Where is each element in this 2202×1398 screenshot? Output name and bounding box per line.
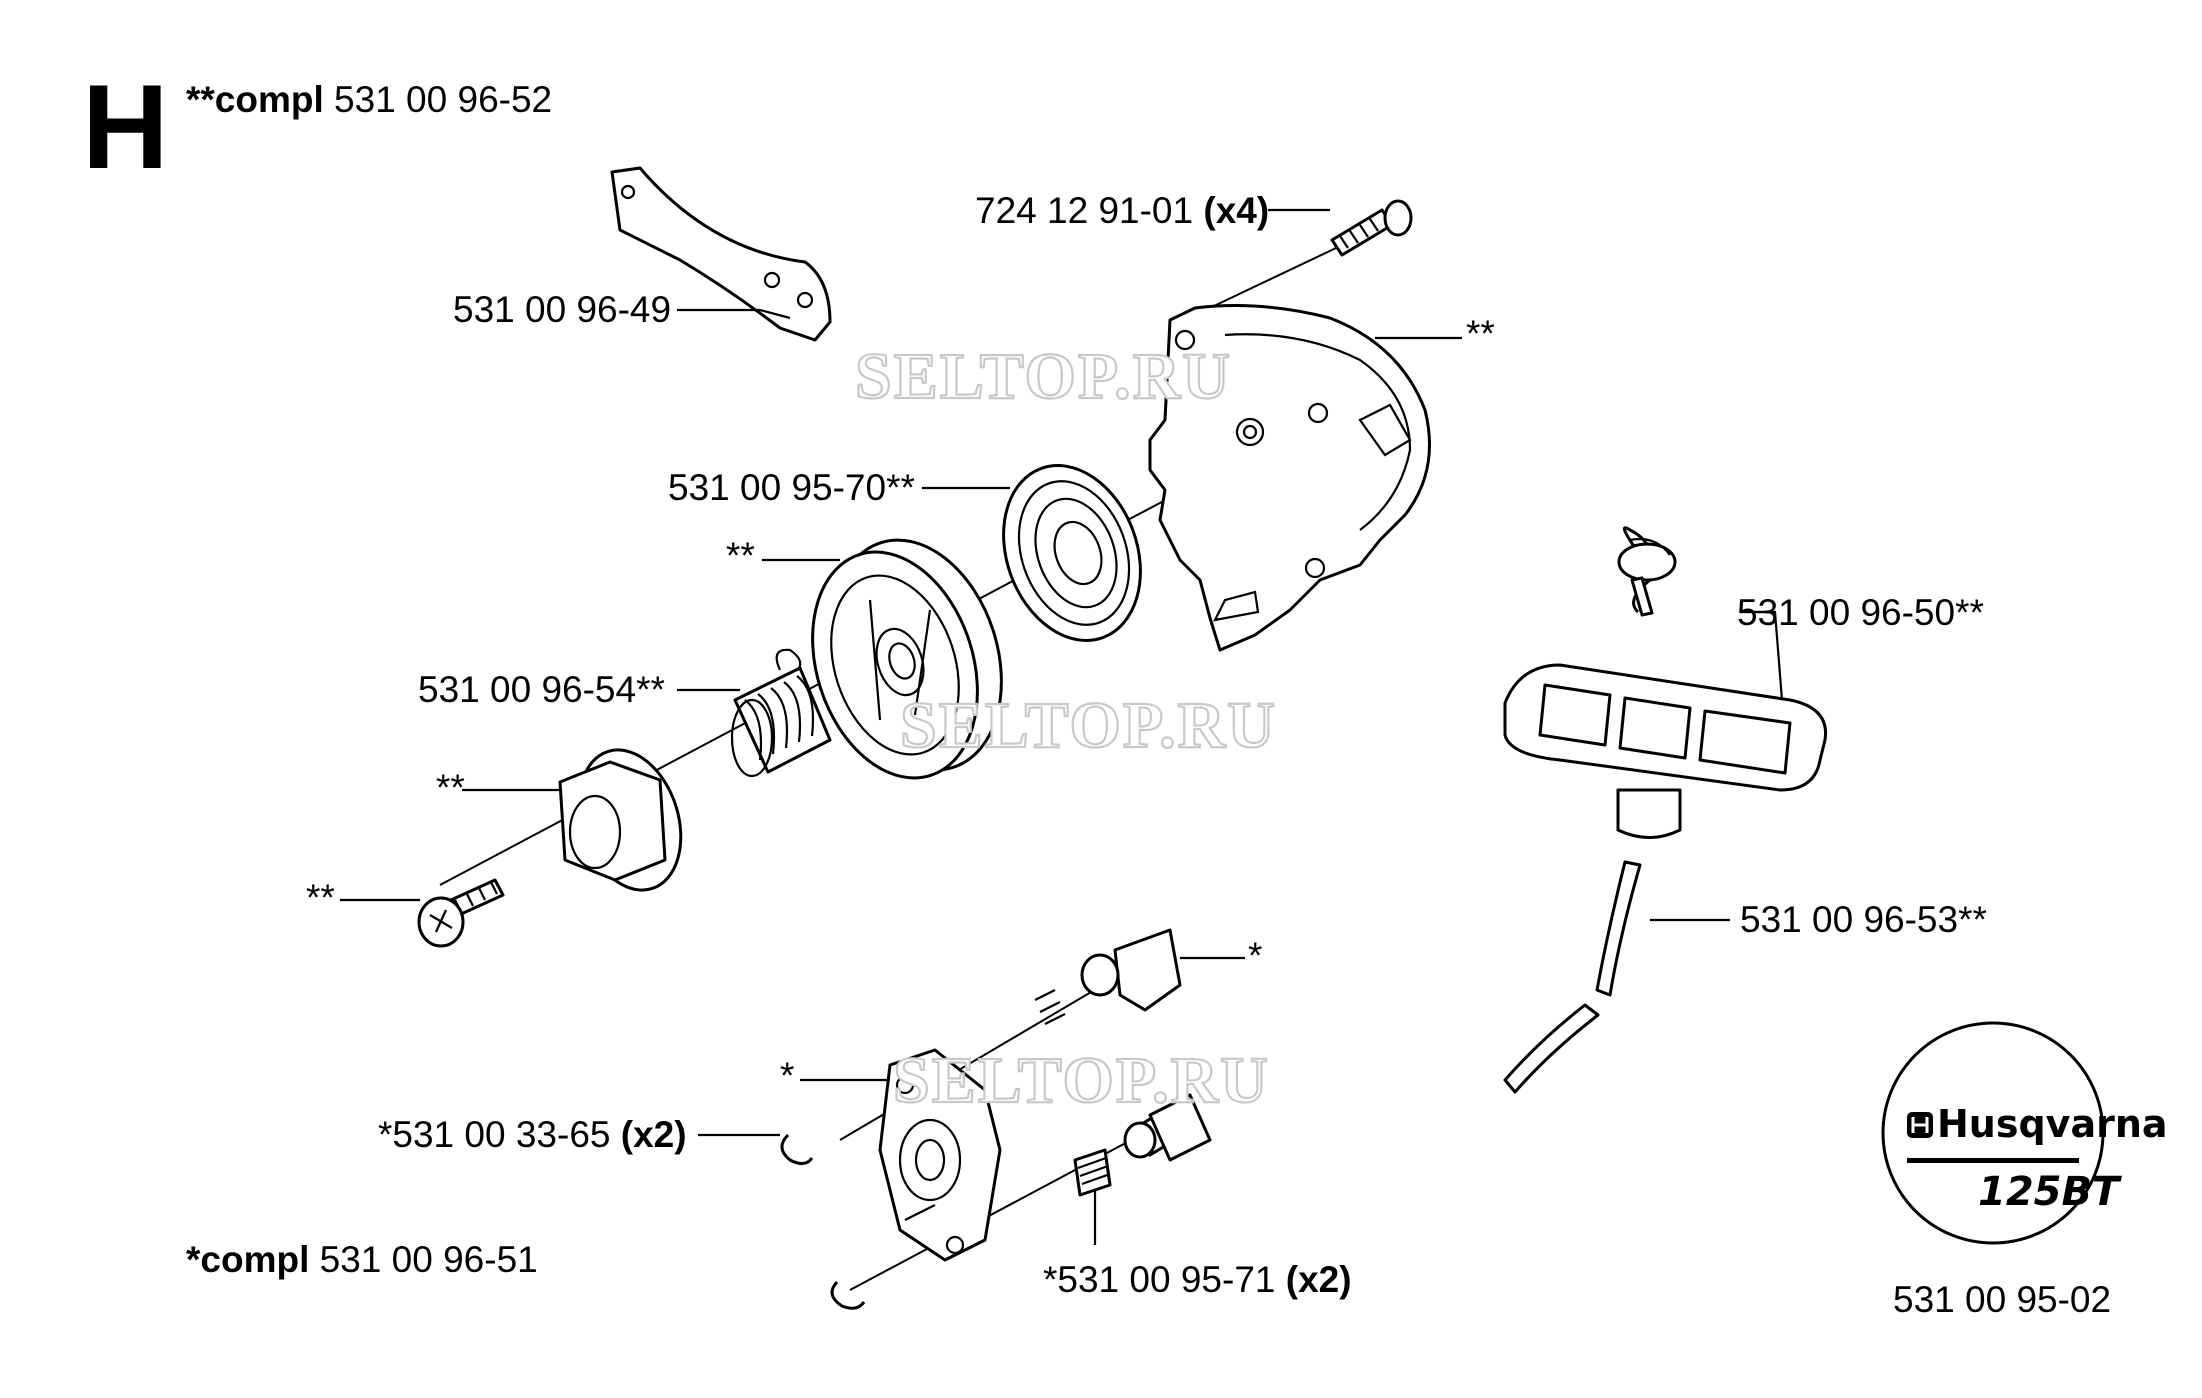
recoil-spring-label: 531 00 95-70** (668, 467, 915, 508)
bolt-top-part (1330, 199, 1413, 257)
handle-label: 531 00 96-50** (1737, 592, 1984, 633)
circlip-label: *531 00 33-65 (x2) (378, 1114, 687, 1155)
flywheel-carrier-part (878, 1048, 1002, 1262)
husqvarna-logo-icon (1907, 1112, 1933, 1138)
pawl-spring-part (1073, 1093, 1212, 1197)
rope-knot-part (1617, 526, 1677, 617)
pawl-top-label: * (1248, 935, 1262, 976)
recoil-spring-part (1002, 464, 1142, 642)
pawl-carrier-part (558, 748, 683, 892)
coil-spring-label: 531 00 96-54** (418, 669, 665, 710)
pawl-top-part (1034, 928, 1182, 1025)
watermark: SELTOP.RU (893, 1044, 1270, 1117)
handle-part (1503, 663, 1828, 839)
cord-label: 531 00 96-53** (1740, 899, 1987, 940)
pulley-part (811, 538, 1003, 780)
model-badge: Husqvarna 125BT (1881, 1021, 2168, 1245)
carrier-screw-part (417, 878, 505, 948)
bracket-part (610, 166, 832, 342)
pulley-label: ** (726, 535, 755, 576)
circlip-part (780, 1133, 866, 1310)
watermark: SELTOP.RU (900, 689, 1277, 762)
brand-name: Husqvarna (1937, 1102, 2168, 1146)
pawl-assembly-label: *compl 531 00 96-51 (186, 1239, 538, 1280)
bracket-label: 531 00 96-49 (453, 289, 671, 330)
carrier-screw-label: ** (306, 877, 335, 918)
coil-spring-part (730, 648, 832, 778)
starter-housing-label: ** (1466, 313, 1495, 354)
flywheel-carrier-label: * (780, 1055, 794, 1096)
starter-housing-part (1148, 304, 1431, 652)
diagram-number: 531 00 95-02 (1893, 1279, 2111, 1320)
starter-assembly-label: **compl 531 00 96-52 (186, 79, 552, 120)
cord-part (1503, 860, 1642, 1094)
model-name: 125BT (1978, 1169, 2122, 1215)
pawl-spring-label: *531 00 95-71 (x2) (1043, 1259, 1352, 1300)
watermark: SELTOP.RU (855, 340, 1232, 413)
pawl-carrier-label: ** (436, 767, 465, 808)
bolt-top-label: 724 12 91-01 (x4) (975, 190, 1269, 231)
leader-lines (340, 208, 1784, 1245)
section-letter: H (82, 60, 169, 194)
